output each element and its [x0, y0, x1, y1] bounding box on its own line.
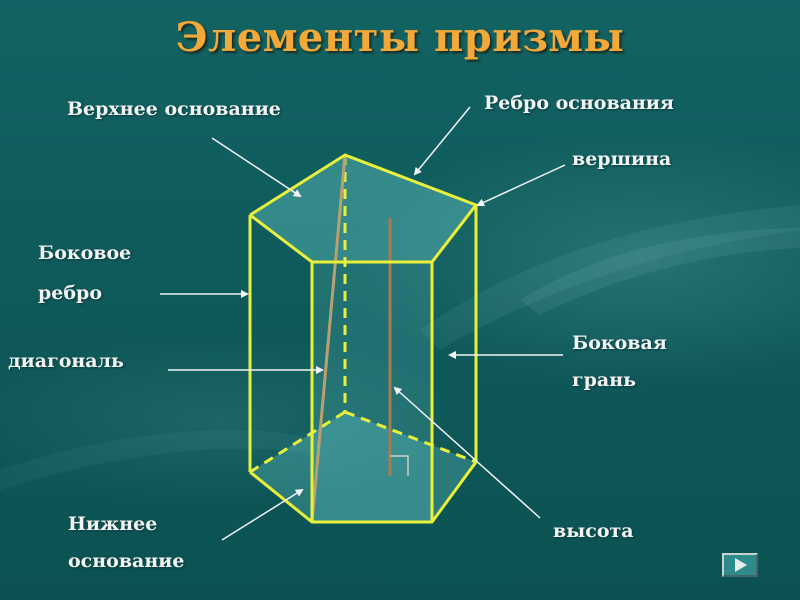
next-slide-button[interactable] [722, 553, 758, 577]
label-lateral-edge-line2: ребро [38, 282, 103, 304]
label-lateral-face-line2: грань [572, 369, 637, 391]
arrow-height [393, 386, 541, 519]
label-bottom-base-line1: Нижнее [68, 513, 158, 535]
hidden-edge-bottom-right [344, 410, 477, 464]
right-angle-marker [390, 455, 409, 476]
top-base-face [250, 155, 476, 262]
top-base-edges [249, 153, 479, 264]
label-lateral-face-line1: Боковая [572, 332, 667, 354]
diagonal-line [310, 154, 347, 523]
label-vertex: вершина [572, 148, 672, 170]
arrow-top-base [211, 137, 302, 198]
arrow-base-edge [413, 106, 471, 176]
play-next-icon [735, 558, 747, 572]
label-top-base: Верхнее основание [67, 98, 281, 120]
label-diagonal: диагональ [8, 350, 124, 372]
bottom-base-edges [249, 461, 478, 524]
arrow-vertex [476, 164, 566, 207]
label-bottom-base-line2: основание [68, 550, 185, 572]
arrow-bottom-base [221, 488, 304, 541]
page-title: Элементы призмы [175, 14, 625, 61]
bottom-base-face [250, 412, 476, 522]
lateral-face [312, 262, 432, 522]
hidden-edge-bottom-left [249, 410, 346, 474]
label-base-edge: Ребро основания [484, 92, 674, 114]
label-lateral-edge-line1: Боковое [38, 242, 132, 264]
label-height: высота [553, 520, 634, 542]
